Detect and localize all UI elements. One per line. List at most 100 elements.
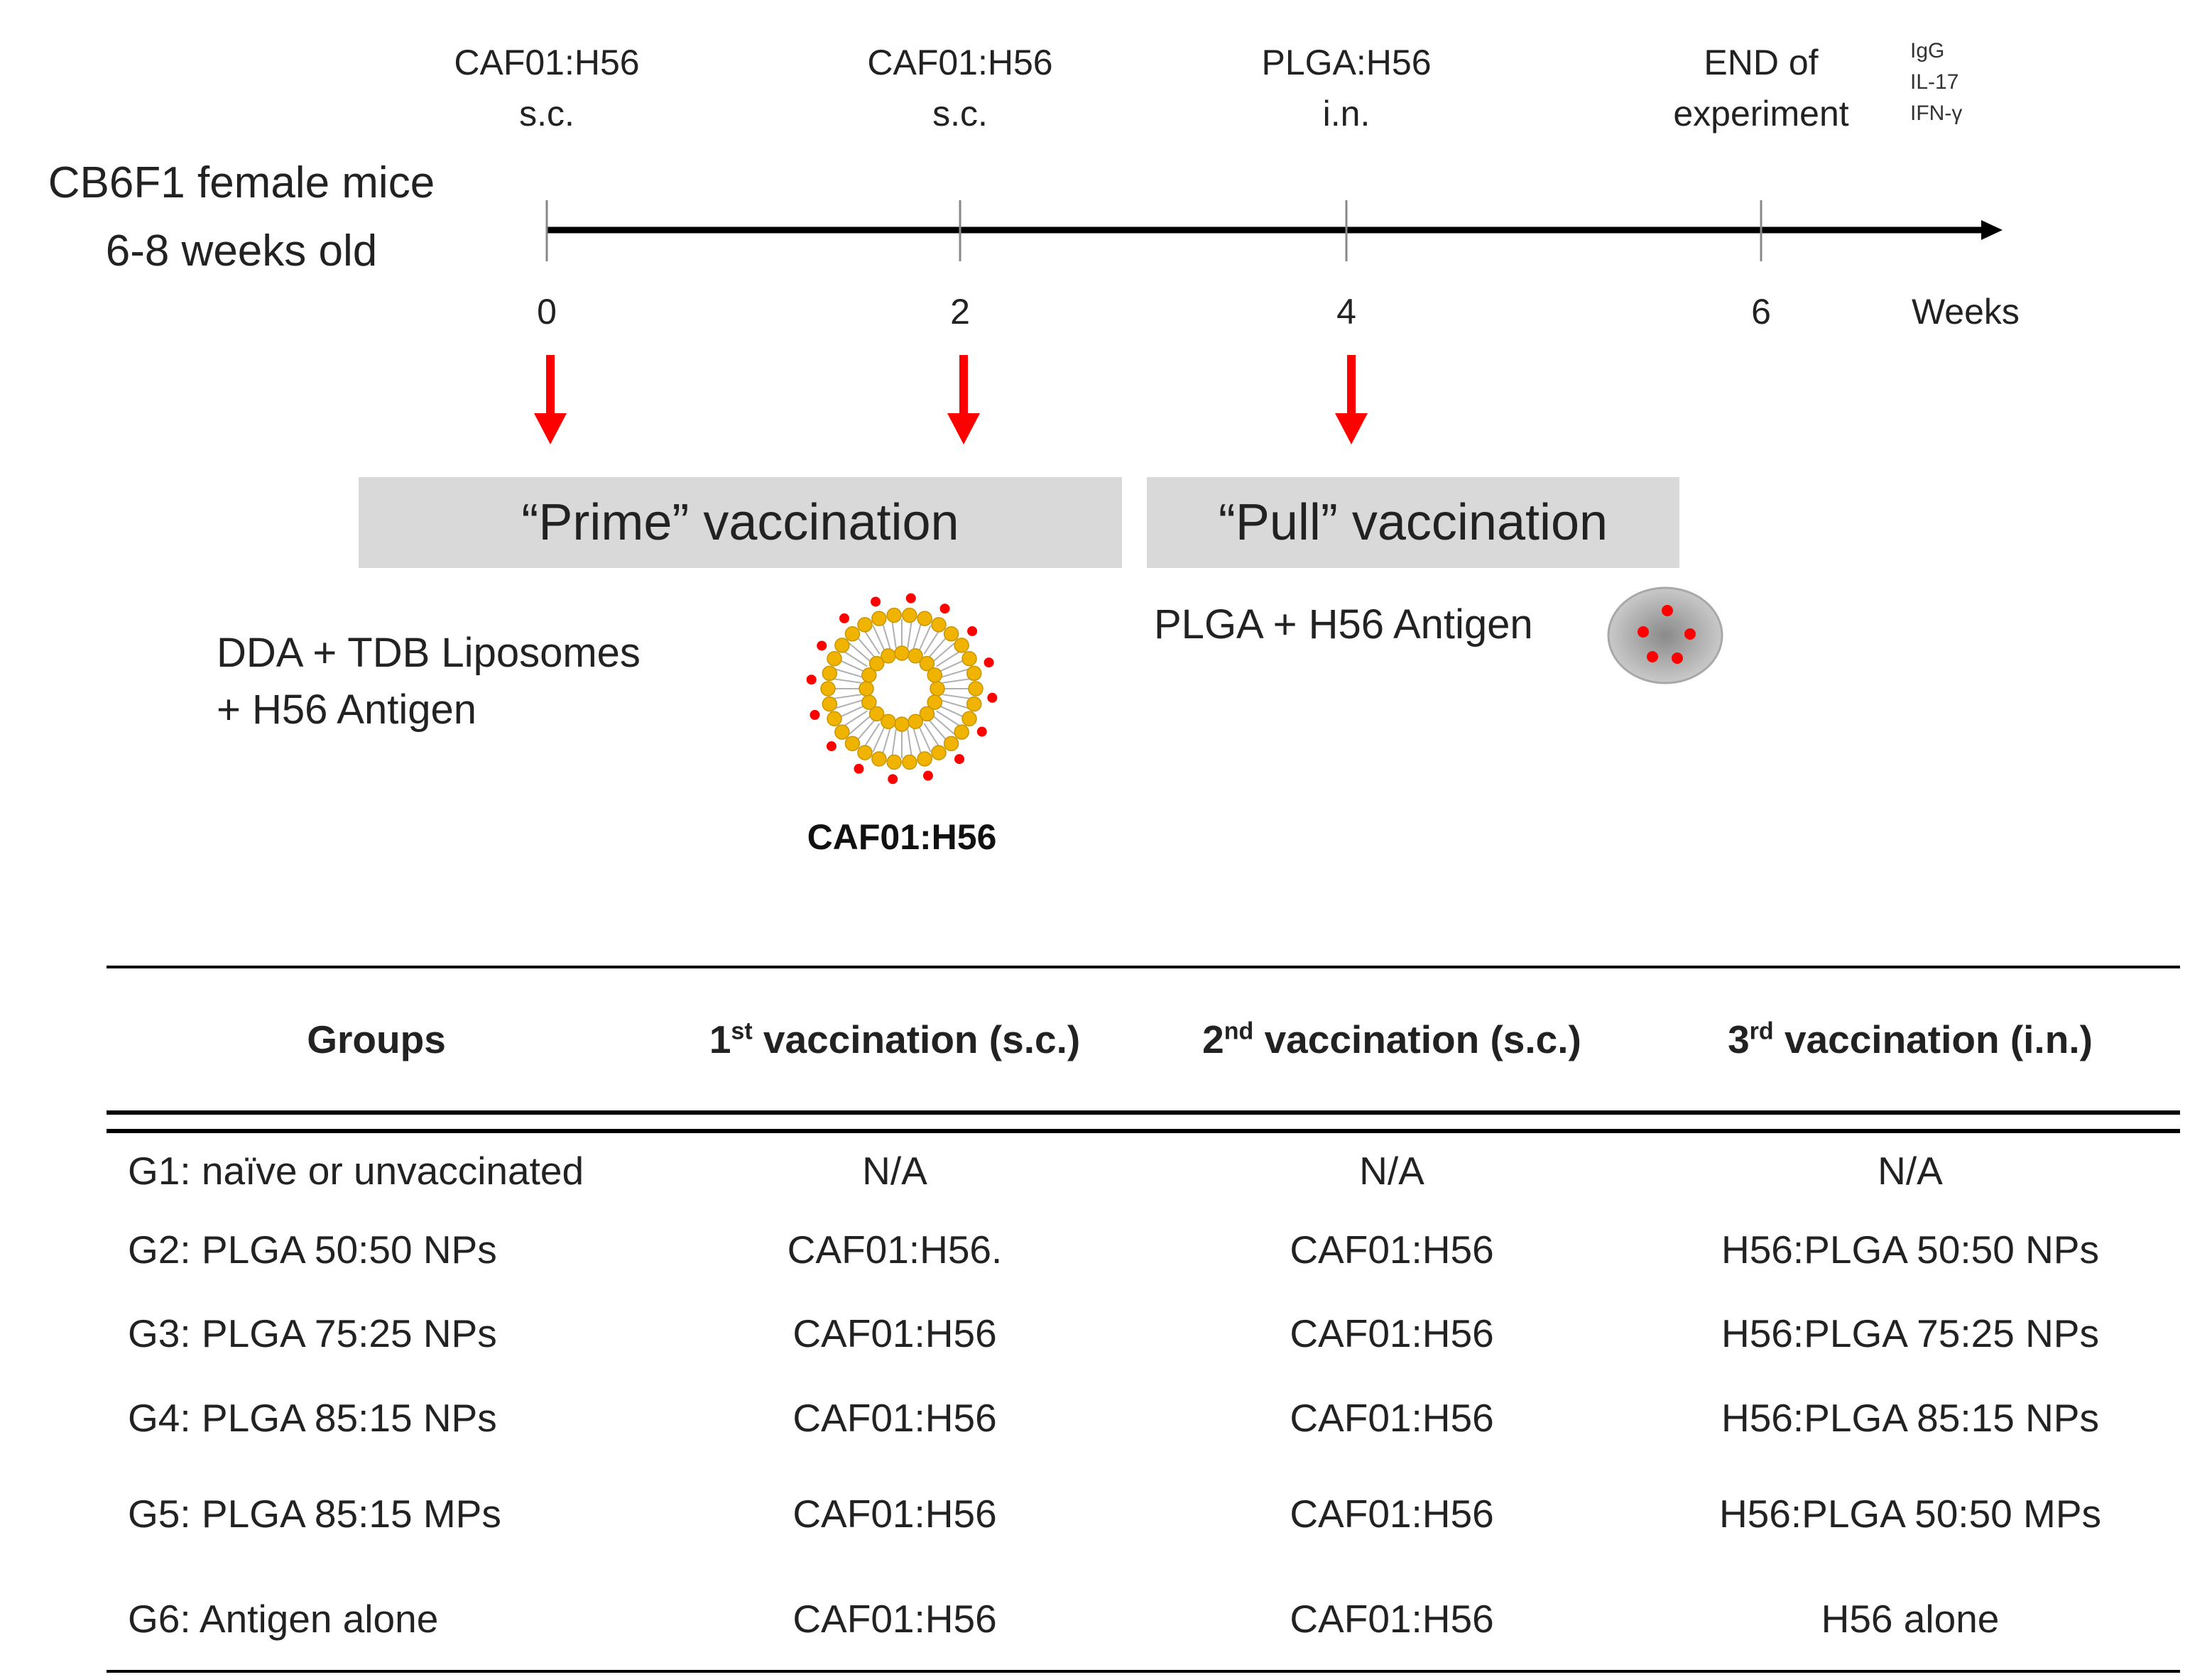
- lipid-head: [917, 751, 932, 767]
- table-header-row: Groups 1st vaccination (s.c.) 2nd vaccin…: [107, 968, 2180, 1113]
- header-3rd-vaccination: 3rd vaccination (i.n.): [1728, 1017, 2093, 1061]
- antigen-dot: [839, 613, 849, 623]
- lipid-tail: [872, 625, 886, 652]
- event-label-week-0: CAF01:H56 s.c.: [454, 43, 640, 133]
- lipid-head: [857, 617, 873, 633]
- antigen-dot: [871, 596, 881, 607]
- readouts-list: IgG IL-17 IFN-γ: [1910, 35, 2052, 129]
- lipid-tail: [923, 723, 940, 748]
- antigen-dot: [854, 763, 864, 774]
- lipid-tail: [912, 728, 922, 756]
- readout-igg: IgG: [1910, 39, 1945, 62]
- lipid-tail: [932, 715, 955, 735]
- lipid-head: [908, 714, 923, 729]
- lipid-head: [881, 648, 896, 664]
- lipid-head: [871, 611, 887, 626]
- lipid-head: [859, 681, 874, 697]
- header-groups: Groups: [307, 1017, 446, 1061]
- lipid-head: [868, 706, 885, 722]
- lipid-head: [902, 607, 917, 623]
- tick-label-0: 0: [537, 292, 557, 332]
- lipid-head: [966, 665, 982, 682]
- lipid-tail: [872, 726, 886, 753]
- lipid-tail: [834, 699, 863, 709]
- lipid-head: [871, 751, 887, 767]
- lipid-tail: [918, 726, 932, 753]
- lipid-head: [827, 711, 842, 727]
- lipid-tail: [838, 705, 865, 719]
- table-row: G6: Antigen alone CAF01:H56 CAF01:H56 H5…: [128, 1596, 2000, 1641]
- groups-table-wrap: Groups 1st vaccination (s.c.) 2nd vaccin…: [107, 966, 2180, 1673]
- lipid-tail: [843, 710, 868, 727]
- lipid-head: [894, 716, 910, 732]
- lipid-head: [927, 667, 942, 683]
- lipid-head: [861, 694, 877, 710]
- lipid-tail: [843, 650, 868, 667]
- lipid-head: [908, 648, 923, 664]
- lipid-tail: [941, 668, 969, 678]
- antigen-dot: [1672, 652, 1683, 664]
- lipid-tail: [881, 728, 891, 756]
- lipid-head: [857, 745, 873, 760]
- lipid-head: [820, 681, 836, 697]
- lipid-tail: [856, 719, 876, 742]
- table-row: G1: naïve or unvaccinated N/A N/A N/A: [128, 1148, 1943, 1193]
- lipid-head: [886, 607, 902, 623]
- lipid-head: [834, 724, 850, 740]
- lipid-tail: [912, 621, 922, 650]
- timeline-arrowhead: [1981, 220, 2003, 240]
- lipid-head: [966, 696, 982, 712]
- table-row: G5: PLGA 85:15 MPs CAF01:H56 CAF01:H56 H…: [128, 1492, 2102, 1536]
- groups-table: Groups 1st vaccination (s.c.) 2nd vaccin…: [107, 968, 2180, 1670]
- antigen-dot: [1638, 626, 1649, 638]
- red-arrow-week-0: [534, 355, 567, 444]
- antigen-dot: [967, 626, 978, 636]
- subject-line-2: 6-8 weeks old: [105, 226, 378, 275]
- lipid-tail: [856, 635, 876, 658]
- lipid-head: [902, 754, 917, 770]
- lipid-head: [844, 736, 861, 752]
- antigen-dot: [1684, 628, 1696, 640]
- prime-formulation-line-1: DDA + TDB Liposomes: [217, 630, 641, 676]
- event-label-week-4: PLGA:H56 i.n.: [1261, 43, 1432, 133]
- lipid-tail: [907, 619, 912, 648]
- lipid-head: [927, 694, 942, 710]
- lipid-head: [881, 714, 896, 729]
- lipid-tail: [863, 630, 881, 655]
- lipid-tail: [939, 659, 966, 672]
- lipid-tail: [838, 659, 865, 672]
- pull-vaccination-box: “Pull” vaccination: [1147, 477, 1679, 568]
- lipid-head: [961, 650, 977, 667]
- antigen-dot: [976, 726, 987, 737]
- event-label-week-6: END of experiment: [1673, 43, 1849, 133]
- lipid-head: [822, 696, 838, 712]
- plga-particle: [1607, 586, 1723, 684]
- lipid-tail: [939, 705, 966, 719]
- antigen-dot: [939, 603, 950, 614]
- lipid-tail: [936, 650, 961, 667]
- lipid-tail: [928, 635, 948, 658]
- lipid-tail: [891, 729, 897, 758]
- antigen-dot: [810, 709, 820, 720]
- red-arrow-week-4: [1335, 355, 1368, 444]
- lipid-head: [954, 638, 969, 653]
- lipid-tail: [891, 619, 897, 648]
- antigen-dot: [806, 674, 817, 685]
- antigen-dot: [905, 593, 916, 603]
- antigen-dot: [817, 640, 827, 651]
- prime-formulation-line-2: + H56 Antigen: [217, 687, 477, 733]
- red-arrow-week-2: [947, 355, 980, 444]
- tick-label-2: 2: [950, 292, 970, 332]
- lipid-tail: [832, 694, 861, 699]
- antigen-dot: [987, 692, 998, 703]
- table-row: G4: PLGA 85:15 NPs CAF01:H56 CAF01:H56 H…: [128, 1396, 2099, 1440]
- lipid-tail: [923, 630, 940, 655]
- lipid-tail: [942, 678, 971, 684]
- lipid-tail: [936, 710, 961, 727]
- lipid-tail: [834, 668, 863, 678]
- lipid-head: [868, 655, 885, 672]
- lipid-head: [894, 645, 910, 661]
- prime-formulation-text: DDA + TDB Liposomes + H56 Antigen: [217, 625, 785, 738]
- liposome-structure: [806, 593, 998, 785]
- lipid-head: [961, 711, 977, 727]
